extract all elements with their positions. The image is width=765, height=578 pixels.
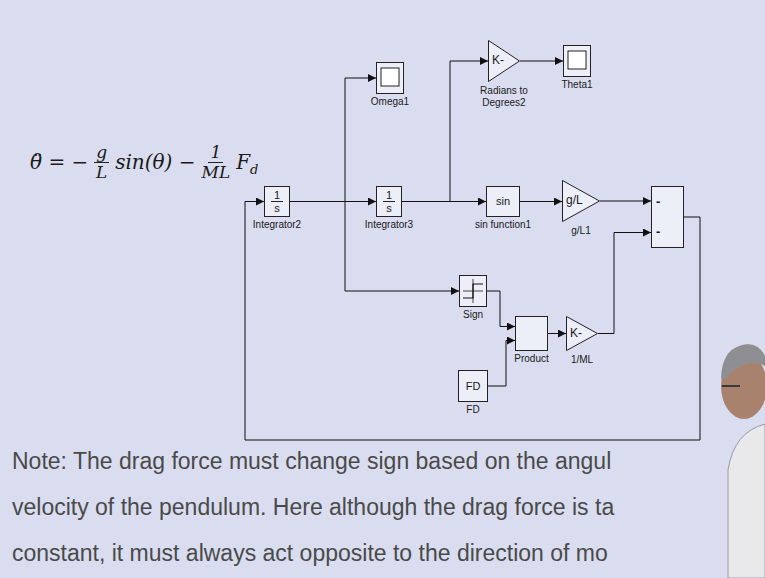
sign-label: - xyxy=(656,225,660,239)
equation-part: gL xyxy=(94,143,109,181)
block-name-text: 1/ML xyxy=(571,354,593,366)
block-content: 1s xyxy=(265,187,289,216)
scope-block: Omega1 xyxy=(376,62,404,94)
block-name-text: Omega1 xyxy=(371,96,409,108)
presenter-glasses xyxy=(722,385,740,387)
block-text: K- xyxy=(570,327,582,340)
gain-block: K-Radians to Degrees2 xyxy=(488,40,520,82)
signal-line xyxy=(402,61,488,202)
signal-line xyxy=(290,78,376,202)
equation-fraction: 1ML xyxy=(201,143,230,181)
block-name: FD xyxy=(466,404,479,416)
equation-part: Fd xyxy=(236,150,258,174)
fraction-numerator: 1 xyxy=(208,143,223,163)
note-text: Note: The drag force must change sign ba… xyxy=(12,448,611,475)
block-text: 1 xyxy=(271,189,283,202)
block-name-text: Product xyxy=(514,353,548,365)
sign-label: - xyxy=(656,195,660,209)
block-text: g/L xyxy=(566,194,583,207)
block-name-text: sin function1 xyxy=(475,219,531,231)
equation-part: θ̈ = − xyxy=(30,150,88,174)
product-block: Product xyxy=(515,316,548,351)
block-name: Omega1 xyxy=(371,96,409,108)
block-name-text: Radians to Degrees2 xyxy=(463,85,545,108)
signal-line xyxy=(520,201,562,202)
scope-block: Theta1 xyxy=(563,45,591,77)
block-name: Theta1 xyxy=(561,79,592,91)
note-text: velocity of the pendulum. Here although … xyxy=(12,494,614,521)
block-name-text: Theta1 xyxy=(561,79,592,91)
block-name-text: Sign xyxy=(463,309,483,321)
signal-line xyxy=(290,202,459,292)
signal-line xyxy=(245,202,700,441)
block-name: Sign xyxy=(463,309,483,321)
block-name-text: Integrator2 xyxy=(253,219,301,231)
block-content: 1s xyxy=(377,187,401,216)
signal-line xyxy=(488,341,515,387)
gain-block: K-1/ML xyxy=(566,316,598,351)
block-name: Integrator2 xyxy=(253,219,301,231)
scope-screen xyxy=(564,46,590,76)
note-text: constant, it must always act opposite to… xyxy=(12,540,608,567)
block-name: Product xyxy=(514,353,548,365)
signal-line xyxy=(598,233,651,334)
integrator-block: 1sIntegrator3 xyxy=(376,186,402,217)
block-name: g/L1 xyxy=(571,225,590,237)
fraction-denominator: L xyxy=(96,163,107,182)
equation-subscript: d xyxy=(250,162,258,177)
equation-text: θ̈ = − xyxy=(30,150,88,174)
block-content: -- xyxy=(652,187,683,247)
block-text: K- xyxy=(492,54,504,67)
block-name-text: Integrator3 xyxy=(365,219,413,231)
block-text: s xyxy=(274,202,280,214)
gain-block: g/Lg/L1 xyxy=(562,180,600,222)
function-block: sinsin function1 xyxy=(486,186,520,217)
equation-text: sin(θ) − xyxy=(115,150,195,174)
block-content: sin xyxy=(487,187,519,216)
signal-line xyxy=(600,201,651,202)
signal-line xyxy=(487,291,515,327)
block-name: Integrator3 xyxy=(365,219,413,231)
block-name: 1/ML xyxy=(571,354,593,366)
presenter-hair xyxy=(721,344,765,380)
fraction-numerator: g xyxy=(94,143,109,163)
block-content: K- xyxy=(488,40,520,82)
block-text: 1 xyxy=(383,189,395,202)
equation-text: F xyxy=(236,150,250,174)
sum-block: -- xyxy=(651,186,684,248)
block-text: sin xyxy=(496,195,510,207)
constant-block: FDFD xyxy=(458,370,488,402)
fraction-denominator: ML xyxy=(201,163,230,182)
block-text: s xyxy=(386,202,392,214)
block-content: K- xyxy=(566,316,598,351)
signal-line xyxy=(520,61,563,62)
signal-line xyxy=(548,333,566,334)
block-text: FD xyxy=(466,380,481,392)
block-name: sin function1 xyxy=(475,219,531,231)
equation-part: 1ML xyxy=(201,143,230,181)
sign-symbol xyxy=(460,276,486,306)
equation-part: sin(θ) − xyxy=(115,150,195,174)
block-content: FD xyxy=(459,371,487,401)
block-name-text: g/L1 xyxy=(571,225,590,237)
equation-fraction: gL xyxy=(94,143,109,181)
block-name: Radians to Degrees2 xyxy=(463,85,545,108)
block-name-text: FD xyxy=(466,404,479,416)
scope-screen xyxy=(377,63,403,93)
sign-block: Sign xyxy=(459,275,487,307)
presenter-shirt xyxy=(728,424,765,578)
integrator-block: 1sIntegrator2 xyxy=(264,186,290,217)
block-content: g/L xyxy=(562,180,600,222)
